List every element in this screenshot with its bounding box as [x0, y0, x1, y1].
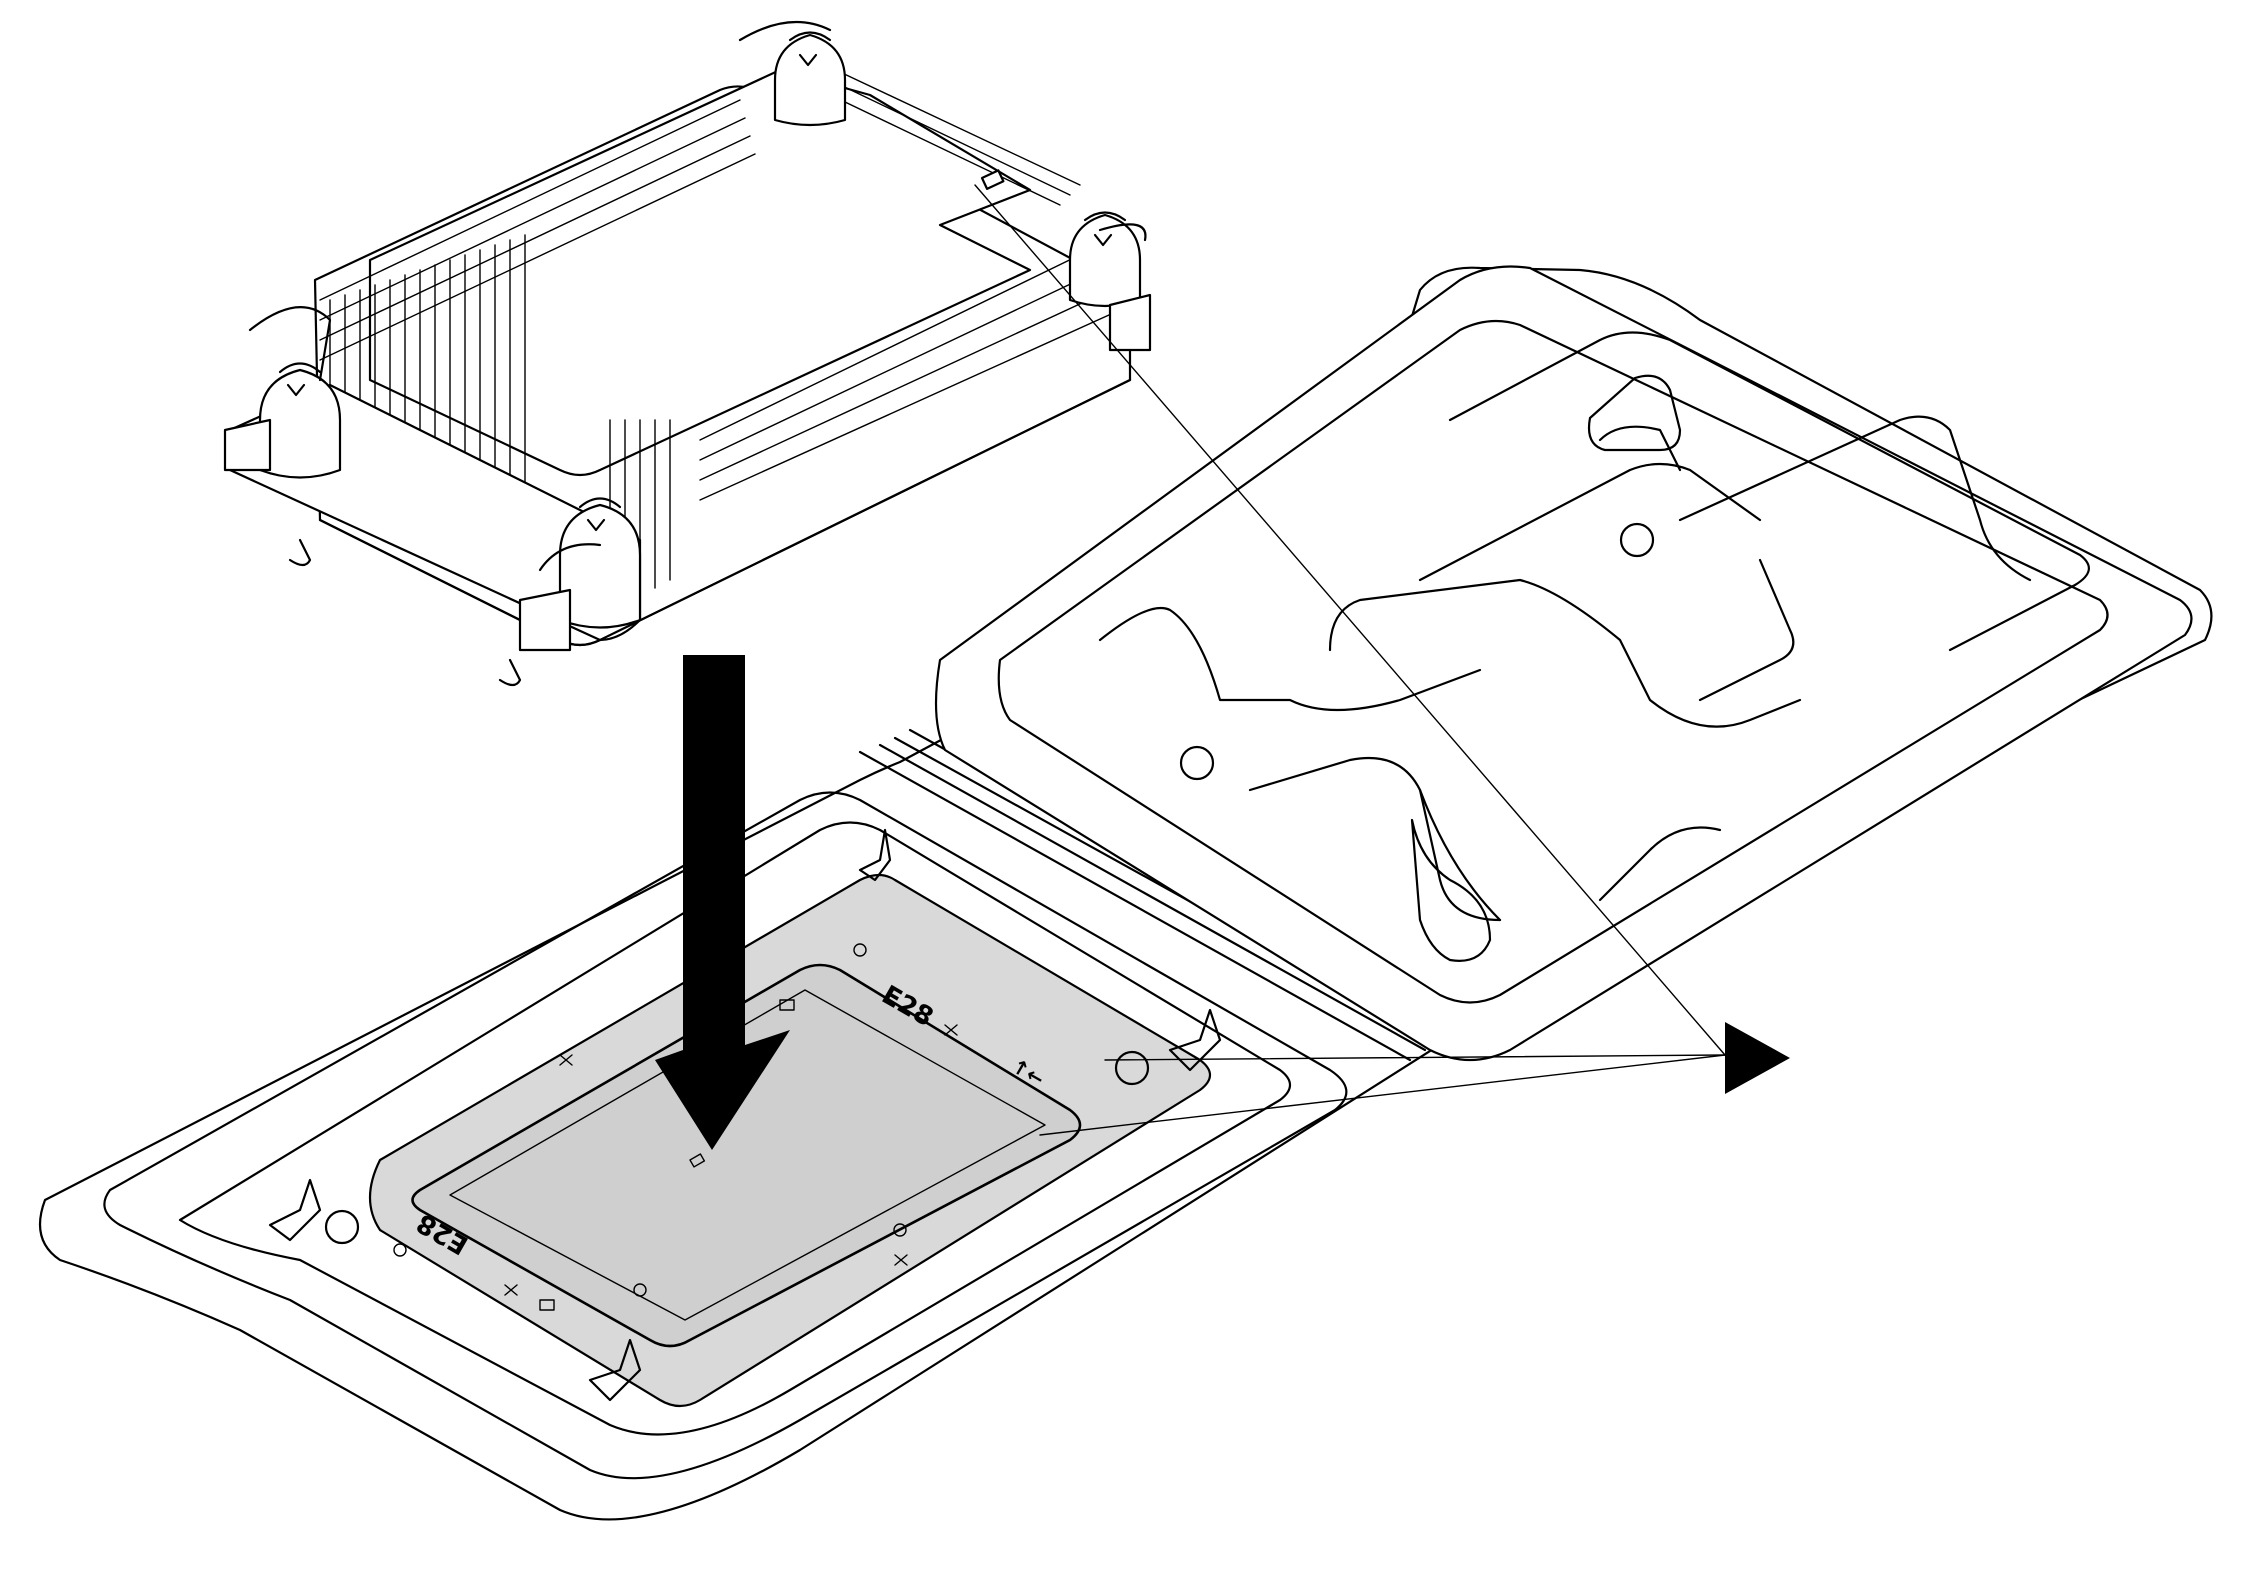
down-arrow-icon: [655, 655, 790, 1150]
screw-post-back-right: [1068, 211, 1142, 308]
screw-post-front-right: [558, 497, 642, 629]
pin-alignment-callout: [974, 169, 1790, 1136]
screw-post-front-left: [258, 362, 342, 479]
triangle-pointer-icon: [1725, 1022, 1790, 1094]
heat-sink: [223, 20, 1152, 687]
screw-post-back-left: [773, 31, 847, 127]
alignment-mark: [504, 1024, 958, 1296]
